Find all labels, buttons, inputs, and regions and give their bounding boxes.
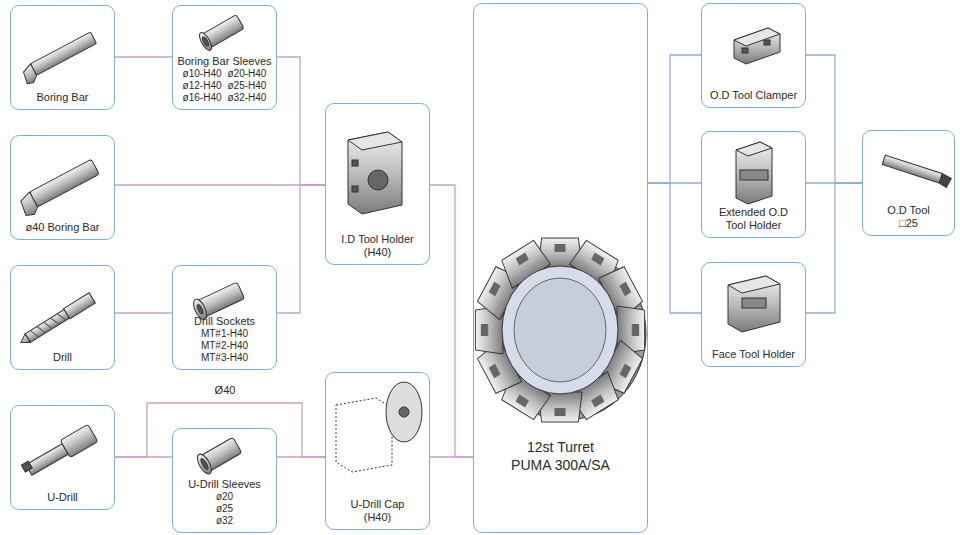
box-title: I.D Tool Holder (H40) bbox=[332, 233, 424, 259]
box-title: PUMA 300A/SA bbox=[511, 456, 610, 474]
text-group: Boring Bar Sleevesø10-H40ø20-H40ø12-H40ø… bbox=[173, 55, 276, 104]
od-tool-icon bbox=[882, 155, 952, 188]
tool-box: Boring Bar bbox=[10, 5, 115, 110]
tool-box: I.D Tool Holder (H40) bbox=[325, 103, 430, 265]
u-drill-icon bbox=[20, 424, 98, 480]
box-title: 12st Turret bbox=[527, 438, 594, 456]
connector bbox=[277, 185, 325, 313]
connector bbox=[648, 55, 701, 183]
size-item: ø20 bbox=[216, 491, 233, 503]
connector bbox=[115, 56, 172, 57]
size-item: ø32 bbox=[216, 515, 233, 527]
tool-box: U-Drill Sleevesø20ø25ø32 bbox=[172, 428, 277, 533]
tool-box: Boring Bar Sleevesø10-H40ø20-H40ø12-H40ø… bbox=[172, 5, 277, 110]
tool-box: O.D Tool □25 bbox=[862, 130, 955, 236]
text-group: O.D Tool Clamper bbox=[702, 89, 805, 102]
tool-box: U-Drill bbox=[10, 405, 115, 510]
box-title: Boring Bar Sleeves bbox=[177, 55, 271, 68]
text-group: O.D Tool □25 bbox=[863, 204, 954, 230]
text-group: U-Drill bbox=[11, 491, 114, 504]
tool-box: Drill SocketsMT#1-H40MT#2-H40MT#3-H40 bbox=[172, 265, 277, 370]
box-title: Drill Sockets bbox=[194, 315, 255, 328]
tool-box: O.D Tool Clamper bbox=[701, 3, 806, 108]
text-group: U-Drill Cap (H40) bbox=[326, 498, 429, 524]
connector bbox=[277, 57, 325, 185]
extended-holder-icon bbox=[736, 142, 772, 204]
drill-icon bbox=[18, 293, 96, 348]
text-group: U-Drill Sleevesø20ø25ø32 bbox=[173, 478, 276, 527]
text-group: I.D Tool Holder (H40) bbox=[326, 233, 429, 259]
tool-box: Drill bbox=[10, 265, 115, 370]
tool-box: U-Drill Cap (H40) bbox=[325, 372, 430, 530]
box-title: ø40 Boring Bar bbox=[26, 221, 100, 234]
box-title: Extended O.D Tool Holder bbox=[710, 206, 798, 232]
text-group: Extended O.D Tool Holder bbox=[702, 206, 805, 232]
turret-icon bbox=[475, 238, 646, 422]
u-drill-cap-icon bbox=[336, 382, 422, 472]
text-group: Drill bbox=[11, 351, 114, 364]
text-group: Drill SocketsMT#1-H40MT#2-H40MT#3-H40 bbox=[173, 315, 276, 364]
connector bbox=[806, 183, 862, 313]
size-item: ø16-H40 bbox=[183, 92, 222, 104]
box-title: Drill bbox=[53, 351, 72, 364]
size-item: ø10-H40 bbox=[183, 68, 222, 80]
size-grid: ø10-H40 ø20-H40 ø12-H40 ø25-H40 ø16-H40 ø32-H… bbox=[183, 68, 267, 104]
clamper-icon bbox=[734, 28, 780, 64]
boring-bar-icon bbox=[20, 32, 99, 85]
boring-bar-icon bbox=[17, 159, 101, 218]
box-title: U-Drill bbox=[47, 491, 78, 504]
connector bbox=[430, 456, 473, 457]
connector bbox=[277, 456, 325, 457]
text-group: Boring Bar bbox=[11, 91, 114, 104]
id-holder-icon bbox=[348, 132, 402, 214]
size-item: ø12-H40 bbox=[183, 80, 222, 92]
connector bbox=[115, 312, 172, 313]
sleeve-icon bbox=[195, 435, 243, 476]
box-title: Boring Bar bbox=[37, 91, 89, 104]
box-title: O.D Tool □25 bbox=[877, 204, 941, 230]
tool-box: Face Tool Holder bbox=[701, 262, 806, 367]
box-title: Face Tool Holder bbox=[712, 348, 795, 361]
size-item: ø20-H40 bbox=[228, 68, 267, 80]
tool-box: ø40 Boring Bar bbox=[10, 135, 115, 240]
connector bbox=[648, 183, 701, 313]
dimension-label: Ø40 bbox=[213, 384, 238, 396]
size-item: ø25-H40 bbox=[228, 80, 267, 92]
text-group: 12st TurretPUMA 300A/SA bbox=[474, 438, 647, 474]
size-item: ø25 bbox=[216, 503, 233, 515]
sleeve-icon bbox=[197, 13, 245, 52]
connector bbox=[115, 184, 325, 185]
size-item: MT#1-H40 bbox=[201, 328, 248, 340]
connector bbox=[806, 55, 862, 183]
size-item: ø32-H40 bbox=[228, 92, 267, 104]
text-group: Face Tool Holder bbox=[702, 348, 805, 361]
text-group: ø40 Boring Bar bbox=[11, 221, 114, 234]
box-title: O.D Tool Clamper bbox=[710, 89, 797, 102]
face-holder-icon bbox=[728, 276, 780, 332]
box-title: U-Drill Cap (H40) bbox=[338, 498, 418, 524]
size-item: MT#2-H40 bbox=[201, 340, 248, 352]
tool-box: Extended O.D Tool Holder bbox=[701, 131, 806, 238]
connector bbox=[430, 185, 473, 457]
turret-box: 12st TurretPUMA 300A/SA bbox=[473, 3, 648, 533]
box-title: U-Drill Sleeves bbox=[188, 478, 261, 491]
size-item: MT#3-H40 bbox=[201, 352, 248, 364]
